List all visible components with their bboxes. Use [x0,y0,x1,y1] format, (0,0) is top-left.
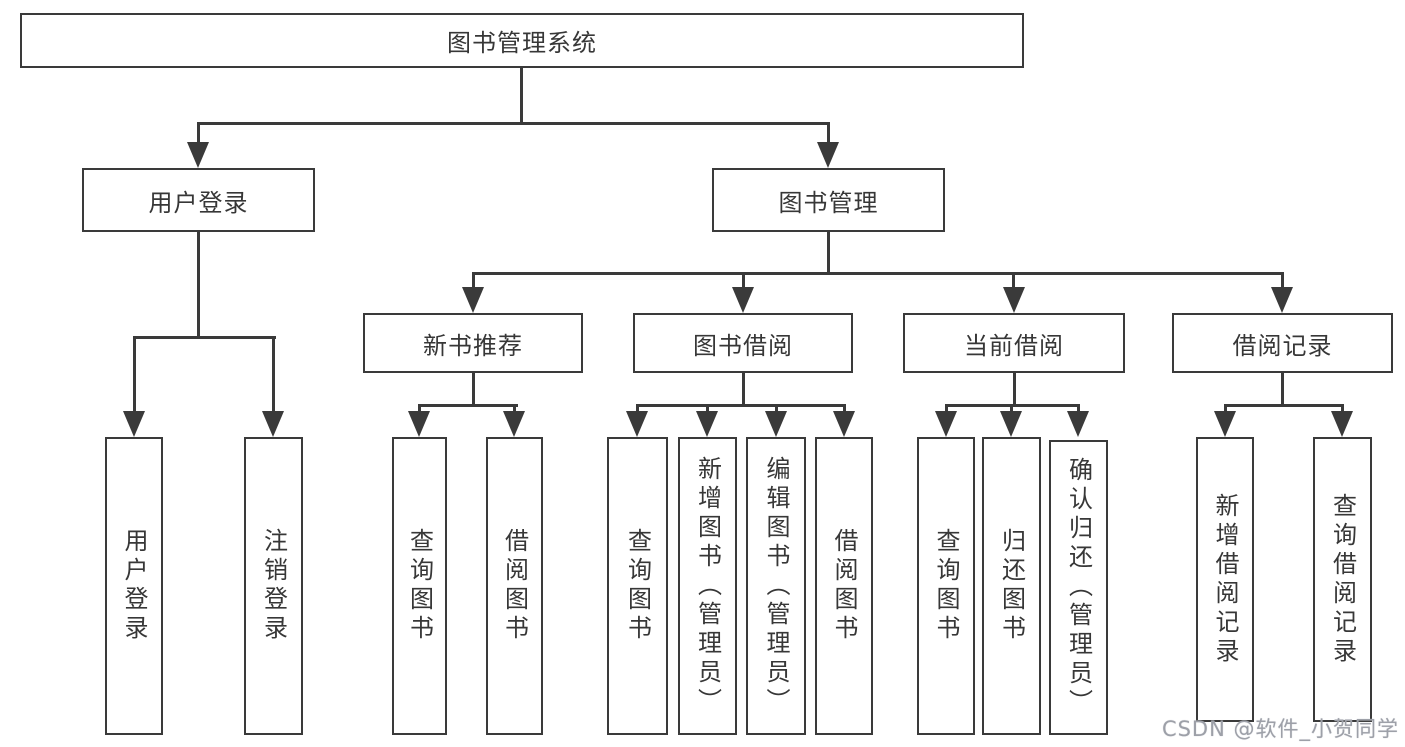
connector-line [1010,404,1013,416]
connector-line [133,336,136,414]
node-label: 新书推荐 [423,331,523,360]
leaf-edit-books-admin: 编辑图书（管理员） [746,437,806,735]
node-label: 查询图书 [623,528,652,644]
connector-line [827,122,830,144]
connector-line [418,404,421,416]
node-book-management: 图书管理 [712,168,945,232]
node-new-book-recommendation: 新书推荐 [363,313,583,373]
connector-line [1281,373,1284,407]
arrow-down-icon [1000,411,1022,437]
leaf-user-login: 用户登录 [105,437,163,735]
arrow-down-icon [1271,287,1293,313]
connector-line [945,404,948,416]
connector-line [1013,373,1016,407]
connector-line [473,272,1284,275]
arrow-down-icon [732,287,754,313]
node-label: 新增借阅记录 [1211,492,1239,667]
arrow-down-icon [187,142,209,168]
leaf-query-borrow-record: 查询借阅记录 [1313,437,1372,722]
arrow-down-icon [123,411,145,437]
arrow-down-icon [765,411,787,437]
node-label: 归还图书 [997,528,1026,644]
node-user-login: 用户登录 [82,168,315,232]
node-label: 注销登录 [259,528,288,644]
leaf-query-books-borrow: 查询图书 [607,437,668,735]
arrow-down-icon [503,411,525,437]
connector-line [636,404,845,407]
connector-line [520,68,523,125]
connector-line [775,404,778,416]
arrow-down-icon [1003,287,1025,313]
arrow-down-icon [1331,411,1353,437]
connector-line [134,336,276,339]
node-label: 新增图书（管理员） [693,455,722,717]
arrow-down-icon [462,287,484,313]
arrow-down-icon [833,411,855,437]
node-label: 图书管理 [778,188,879,217]
connector-line [419,404,518,407]
arrow-down-icon [817,142,839,168]
arrow-down-icon [1214,411,1236,437]
connector-line [1224,404,1227,416]
node-label: 查询图书 [932,528,960,644]
connector-line [706,404,709,416]
node-label: 确认归还（管理员） [1064,457,1093,718]
csdn-watermark: CSDN @软件_小贺同学 [1161,717,1399,741]
node-label: 图书借阅 [693,331,793,360]
leaf-logout: 注销登录 [244,437,303,735]
connector-line [742,373,745,407]
connector-line [197,122,200,144]
arrow-down-icon [626,411,648,437]
connector-line [197,122,830,125]
connector-line [1341,404,1344,416]
node-label: 查询借阅记录 [1328,492,1357,667]
leaf-return-books: 归还图书 [982,437,1041,735]
node-label: 用户登录 [120,528,148,644]
connector-line [636,404,639,416]
connector-line [1224,404,1343,407]
node-book-borrowing: 图书借阅 [633,313,853,373]
connector-line [1012,272,1015,289]
connector-line [272,336,275,414]
arrow-down-icon [1067,411,1089,437]
node-label: 借阅图书 [830,528,858,644]
node-current-borrowing: 当前借阅 [903,313,1125,373]
arrow-down-icon [262,411,284,437]
connector-line [197,232,200,339]
arrow-down-icon [935,411,957,437]
connector-line [1281,272,1284,289]
node-borrowing-records: 借阅记录 [1172,313,1393,373]
node-label: 查询图书 [405,528,434,644]
node-label: 借阅记录 [1232,331,1333,360]
leaf-query-books-recommend: 查询图书 [392,437,447,735]
node-label: 用户登录 [148,188,249,217]
arrow-down-icon [408,411,430,437]
arrow-down-icon [696,411,718,437]
connector-line [1077,404,1080,416]
leaf-borrow-books: 借阅图书 [815,437,873,735]
connector-line [843,404,846,416]
node-label: 编辑图书（管理员） [762,455,790,717]
node-label: 借阅图书 [500,528,529,644]
connector-line [513,404,516,416]
leaf-confirm-return-admin: 确认归还（管理员） [1049,440,1108,735]
connector-line [742,272,745,289]
leaf-add-borrow-record: 新增借阅记录 [1196,437,1254,722]
node-label: 当前借阅 [964,331,1064,360]
connector-line [472,272,475,289]
connector-line [472,373,475,407]
leaf-borrow-books-recommend: 借阅图书 [486,437,543,735]
leaf-query-books-current: 查询图书 [917,437,975,735]
node-library-management-system: 图书管理系统 [20,13,1024,68]
node-label: 图书管理系统 [447,29,597,57]
leaf-add-books-admin: 新增图书（管理员） [678,437,737,735]
connector-line [827,232,830,275]
